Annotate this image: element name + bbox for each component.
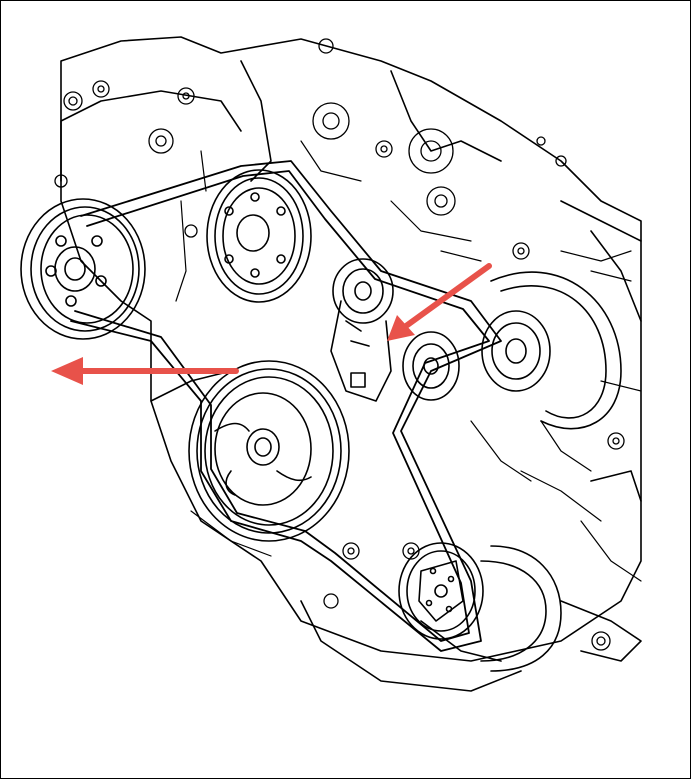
annotation-arrows bbox=[51, 263, 492, 385]
engine-block-outline bbox=[60, 36, 642, 692]
right-pulley bbox=[481, 271, 622, 430]
serpentine-belt bbox=[70, 160, 502, 652]
pull-direction-arrow bbox=[51, 357, 239, 385]
tensioner-arrow bbox=[387, 263, 492, 341]
idler-pulley bbox=[402, 331, 460, 401]
block-bolts bbox=[54, 38, 625, 651]
upper-center-pulley bbox=[206, 169, 312, 303]
crankshaft-pulley bbox=[188, 360, 350, 542]
misc-details bbox=[175, 140, 642, 582]
ac-compressor-pulley bbox=[398, 542, 562, 672]
left-pulley bbox=[20, 198, 146, 340]
belt-tensioner bbox=[330, 258, 394, 402]
